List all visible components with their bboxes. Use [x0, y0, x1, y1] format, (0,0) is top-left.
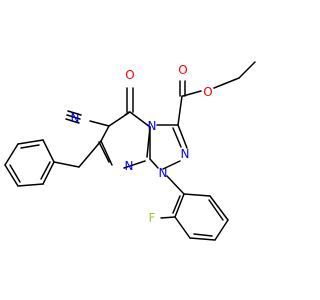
phenethyl-chain	[53, 140, 102, 168]
pyrimidine-nitrogen-label: N	[125, 159, 134, 173]
triazole-nitrogen-2-label: N	[181, 147, 190, 161]
nitrile-nitrogen-label: N	[71, 111, 80, 125]
carbonyl-oxygen-label: O	[125, 68, 134, 82]
bridgehead-nitrogen-label: N	[148, 119, 157, 133]
ester-group	[177, 80, 202, 126]
ester-ether-oxygen-label: O	[203, 85, 212, 99]
fluorine-label: F	[149, 211, 156, 225]
nitrile-group	[65, 110, 110, 127]
phenyl-ring	[4, 139, 55, 187]
ethyl-group	[213, 61, 256, 89]
molecule-canvas: N O O O N N N N F	[4, 61, 256, 241]
fluorophenyl-ring	[160, 175, 229, 241]
carbonyl-group	[126, 87, 134, 113]
triazole-ring	[149, 124, 188, 170]
ester-carbonyl-oxygen-label: O	[178, 63, 187, 77]
structure-drawing: N O O O N N N N F	[4, 61, 256, 241]
triazole-nitrogen-1-label: N	[159, 166, 168, 180]
